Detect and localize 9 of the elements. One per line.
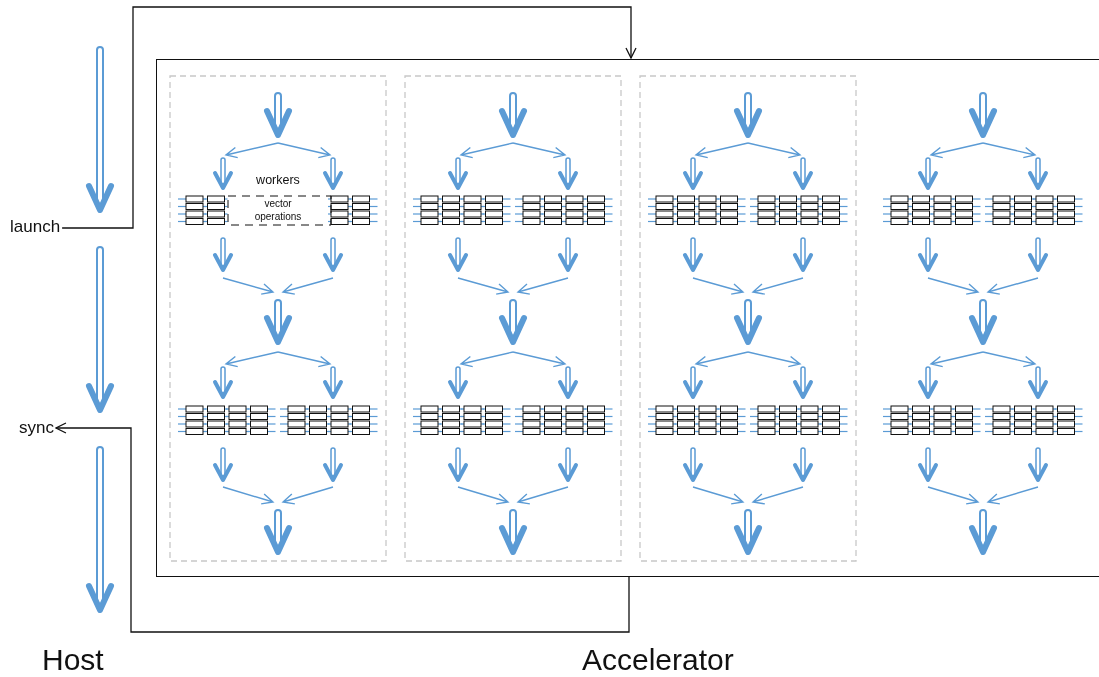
host-label: Host [42, 642, 105, 677]
connector-arrow [55, 422, 630, 633]
vector-operations-label: vector operations [253, 198, 303, 223]
connector-arrow [61, 6, 637, 229]
workers-label: workers [255, 173, 301, 189]
accelerator-box [156, 59, 1099, 577]
sync-label: sync [19, 416, 54, 440]
launch-label: launch [10, 215, 61, 239]
accelerator-label: Accelerator [582, 642, 735, 677]
